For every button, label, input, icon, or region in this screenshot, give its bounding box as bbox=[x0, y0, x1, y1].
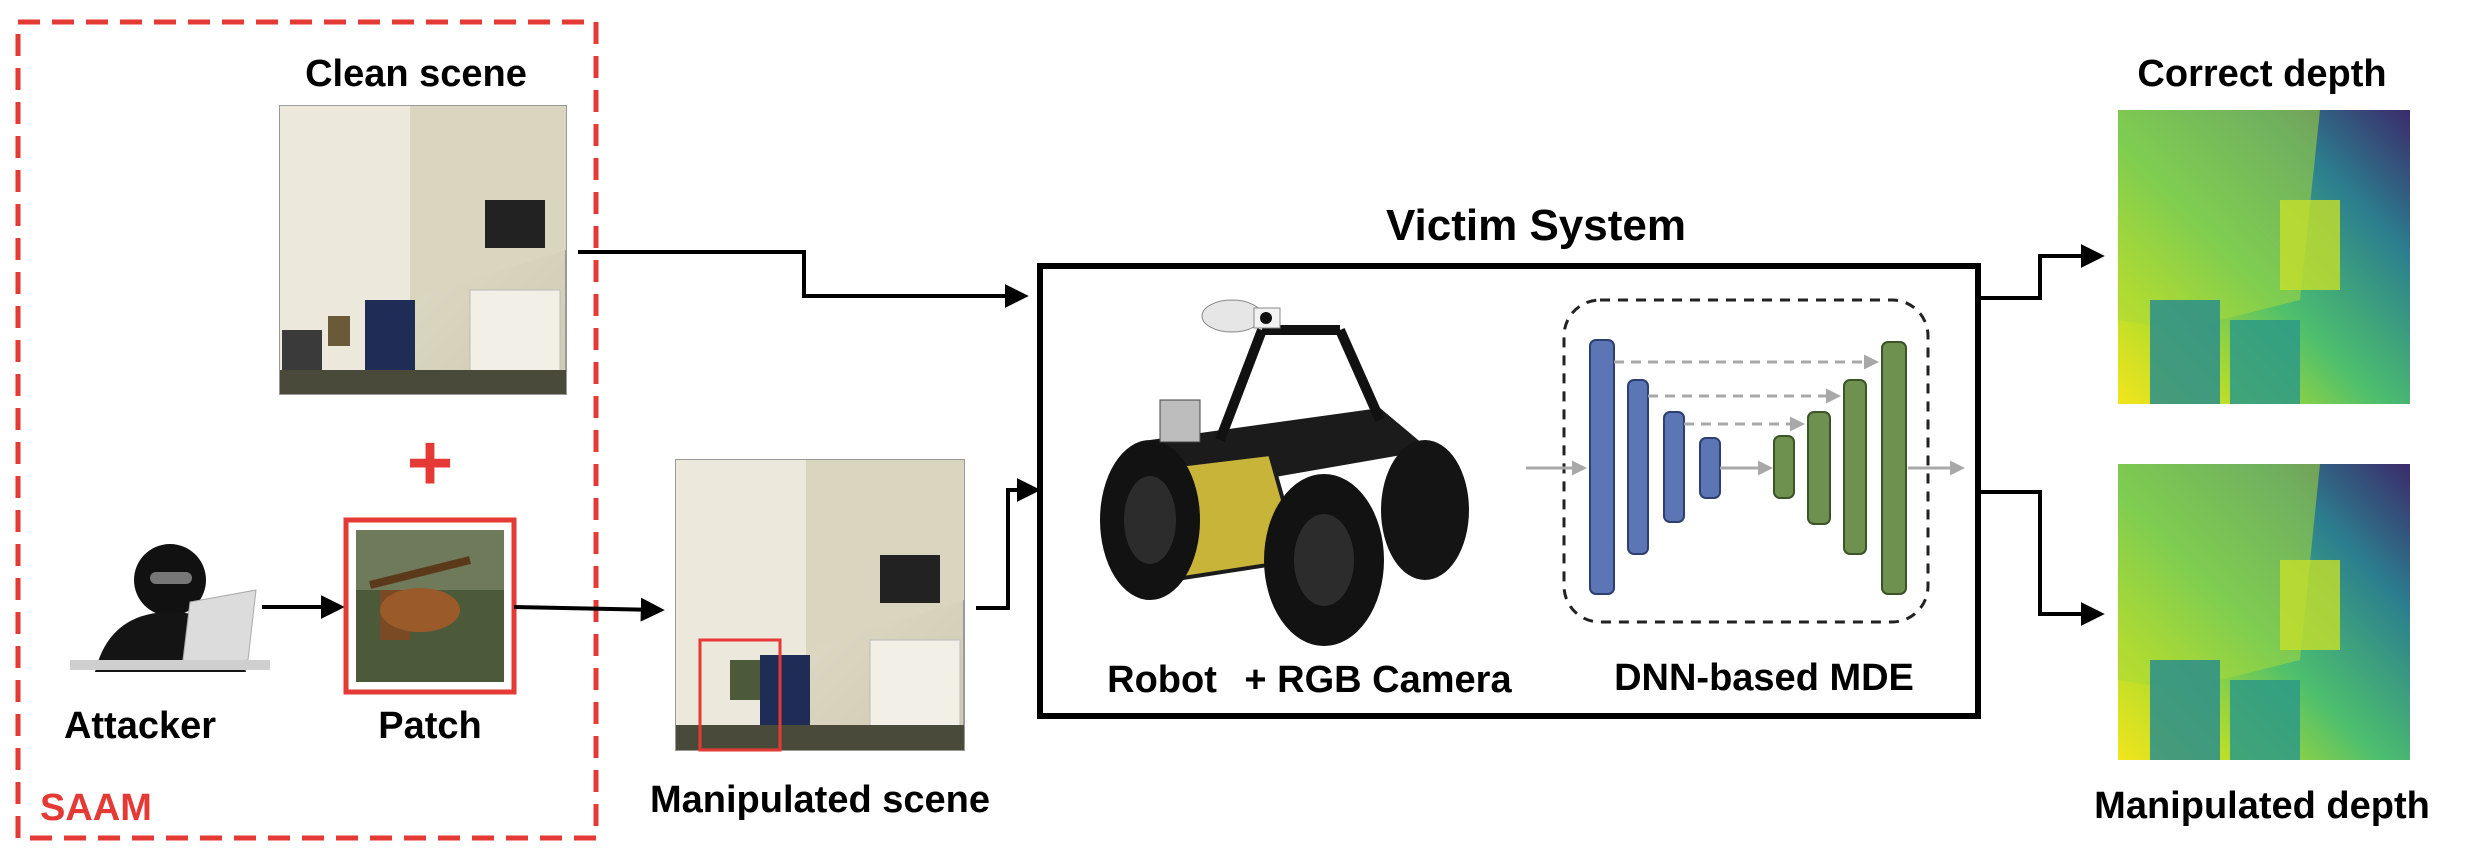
manipulated-scene-image bbox=[675, 459, 965, 752]
manipulated-depth-label: Manipulated depth bbox=[2094, 785, 2430, 827]
attacker-label: Attacker bbox=[64, 705, 216, 747]
rgb-camera-label: + RGB Camera bbox=[1244, 659, 1512, 701]
plus-icon: + bbox=[407, 418, 454, 507]
patch-label: Patch bbox=[378, 705, 481, 747]
arrow-victim-to-correct-depth bbox=[1980, 244, 2105, 300]
correct-depth-label: Correct depth bbox=[2137, 53, 2386, 95]
clean-scene-image bbox=[279, 105, 567, 395]
saam-boundary bbox=[15, 19, 599, 841]
arrow-clean-to-victim bbox=[578, 250, 1029, 308]
victim-system-box bbox=[1037, 263, 1981, 719]
clean-scene-label: Clean scene bbox=[305, 53, 527, 95]
attacker-icon bbox=[70, 544, 270, 672]
arrow-patch-to-manipulated-scene bbox=[513, 597, 665, 622]
arrow-manipulated-to-victim bbox=[976, 478, 1041, 610]
dnn-mde-label: DNN-based MDE bbox=[1614, 657, 1914, 699]
victim-system-title: Victim System bbox=[1386, 201, 1686, 250]
patch-image bbox=[343, 517, 517, 695]
manipulated-depth-image bbox=[2118, 464, 2410, 760]
manipulated-scene-label: Manipulated scene bbox=[650, 779, 990, 821]
robot-icon bbox=[1100, 299, 1469, 646]
saam-label: SAAM bbox=[40, 787, 152, 829]
unet-icon bbox=[1526, 298, 1965, 624]
correct-depth-image bbox=[2118, 110, 2410, 404]
arrow-victim-to-manipulated-depth bbox=[1980, 490, 2105, 626]
robot-label: Robot bbox=[1107, 659, 1217, 701]
